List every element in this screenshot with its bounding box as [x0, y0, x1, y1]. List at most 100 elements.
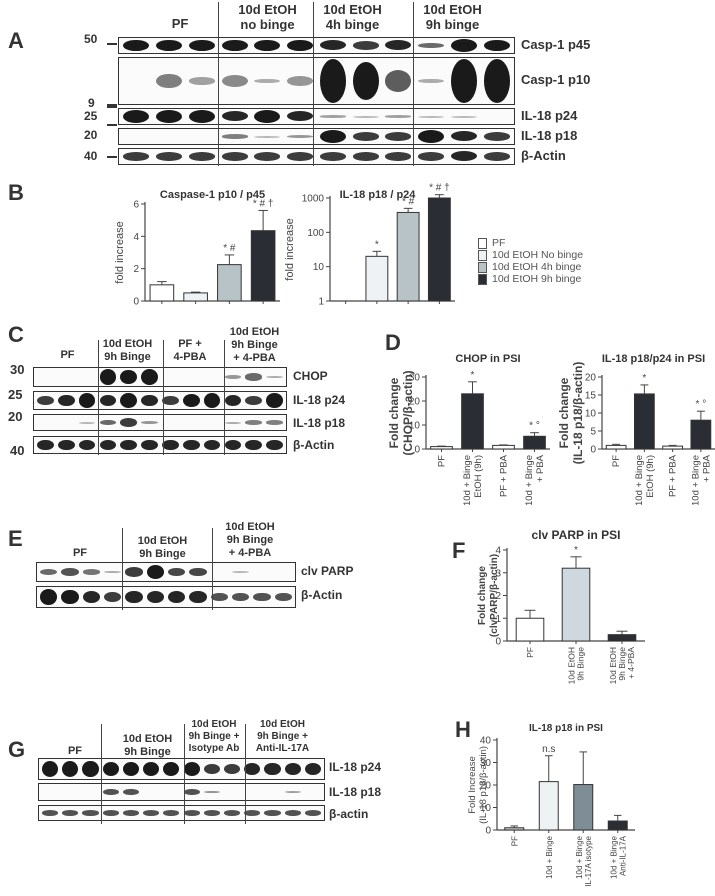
- panel-label-g: G: [8, 737, 26, 762]
- bar: [662, 445, 684, 450]
- protein-band: [253, 592, 271, 602]
- panel-label-b: B: [8, 180, 24, 205]
- chart-title: Caspase-1 p10 / p45: [160, 189, 265, 201]
- protein-band: [99, 369, 117, 385]
- mw-tick: [107, 106, 117, 108]
- x-tick-label: 9h Binge: [576, 647, 586, 681]
- mw-marker: 20: [84, 128, 98, 142]
- group-label: PF: [60, 349, 75, 361]
- y-tick-label: 1: [495, 614, 501, 625]
- lane-divider: [413, 2, 414, 166]
- x-tick-label: PF: [437, 455, 448, 467]
- group-label: 10d EtOH 9h Binge + Isotype Ab: [188, 719, 240, 754]
- legend-label: 10d EtOH 9h binge: [492, 273, 582, 285]
- bar: [515, 617, 545, 642]
- protein-band: [221, 152, 248, 161]
- mw-tick: [107, 156, 117, 158]
- protein-band: [254, 110, 281, 123]
- protein-band: [483, 152, 510, 161]
- protein-band: [221, 39, 248, 52]
- protein-band: [104, 591, 122, 603]
- x-tick-label: EtOH (9h): [473, 455, 484, 498]
- protein-band: [287, 76, 314, 86]
- bar: [607, 820, 628, 831]
- protein-band: [352, 41, 379, 50]
- protein-band: [418, 42, 445, 49]
- x-tick-label: 10d + Binge: [609, 835, 618, 878]
- protein-band: [189, 590, 207, 604]
- protein-band: [244, 810, 261, 816]
- protein-band: [82, 569, 100, 575]
- protein-band: [122, 761, 140, 777]
- bar: [538, 781, 559, 831]
- protein-band: [40, 568, 58, 576]
- protein-band: [189, 567, 207, 577]
- y-tick-label: 4: [495, 546, 501, 557]
- protein-band: [125, 567, 143, 577]
- blot-strip: [33, 391, 287, 410]
- protein-band: [254, 135, 281, 138]
- protein-band: [319, 40, 346, 51]
- x-tick-label: 10d + Binge: [690, 455, 701, 505]
- protein-band: [156, 152, 183, 161]
- mw-tick: [107, 124, 117, 126]
- protein-band: [162, 395, 179, 406]
- protein-band: [223, 810, 241, 816]
- panel-label-a: A: [8, 28, 24, 53]
- protein-band: [266, 420, 283, 425]
- protein-band: [266, 393, 283, 408]
- y-tick-label: 40: [480, 736, 492, 747]
- protein-band: [319, 152, 346, 161]
- protein-band: [254, 78, 281, 84]
- y-tick-label: 3: [495, 568, 501, 579]
- mw-tick: [107, 104, 117, 106]
- blot-strip: [118, 37, 515, 54]
- group-label: 10d EtOH 9h Binge + 4-PBA: [229, 326, 280, 364]
- protein-band: [418, 115, 445, 118]
- group-label: 10d EtOH 9h Binge: [137, 535, 188, 560]
- chart-title: IL-18 p18/p24 in PSI: [602, 353, 705, 365]
- blot-strip: [38, 783, 325, 801]
- y-axis-label: Fold change: [477, 566, 488, 625]
- blot-strip: [38, 805, 325, 821]
- blot-strip: [118, 148, 515, 165]
- x-tick-label: 9h Binge: [617, 647, 627, 681]
- group-label: 10d EtOH 9h Binge: [102, 338, 153, 363]
- blot-strip: [118, 128, 515, 145]
- protein-band: [82, 761, 99, 777]
- group-label: PF: [171, 16, 189, 31]
- x-tick-label: PF: [611, 455, 622, 467]
- protein-band: [304, 762, 321, 776]
- protein-band: [221, 134, 248, 139]
- protein-band: [156, 39, 183, 52]
- group-label: 10d EtOH no binge: [238, 2, 297, 32]
- lane-divider: [212, 528, 213, 610]
- significance-marker: *: [375, 239, 379, 250]
- protein-band: [385, 115, 412, 118]
- protein-band: [123, 110, 150, 123]
- protein-band: [40, 589, 58, 605]
- significance-marker: * # †: [253, 198, 274, 209]
- protein-band: [42, 761, 59, 777]
- y-tick-label: 4: [133, 232, 139, 243]
- bar: [183, 292, 208, 302]
- protein-band: [182, 439, 200, 451]
- bar: [365, 255, 389, 302]
- y-tick-label: 30: [409, 373, 421, 384]
- mw-marker: 25: [84, 109, 98, 123]
- protein-band: [287, 39, 314, 52]
- significance-marker: *: [471, 370, 475, 381]
- bar: [561, 567, 591, 642]
- protein-band: [284, 762, 301, 776]
- protein-band: [304, 810, 321, 816]
- protein-band: [120, 439, 138, 451]
- protein-band: [483, 132, 510, 141]
- protein-band: [245, 439, 263, 451]
- x-tick-label: 10d EtOH: [608, 647, 618, 684]
- protein-band: [385, 132, 412, 141]
- bar: [633, 393, 655, 450]
- blot-strip: [33, 414, 287, 431]
- group-label: 10d EtOH 4h binge: [323, 2, 382, 32]
